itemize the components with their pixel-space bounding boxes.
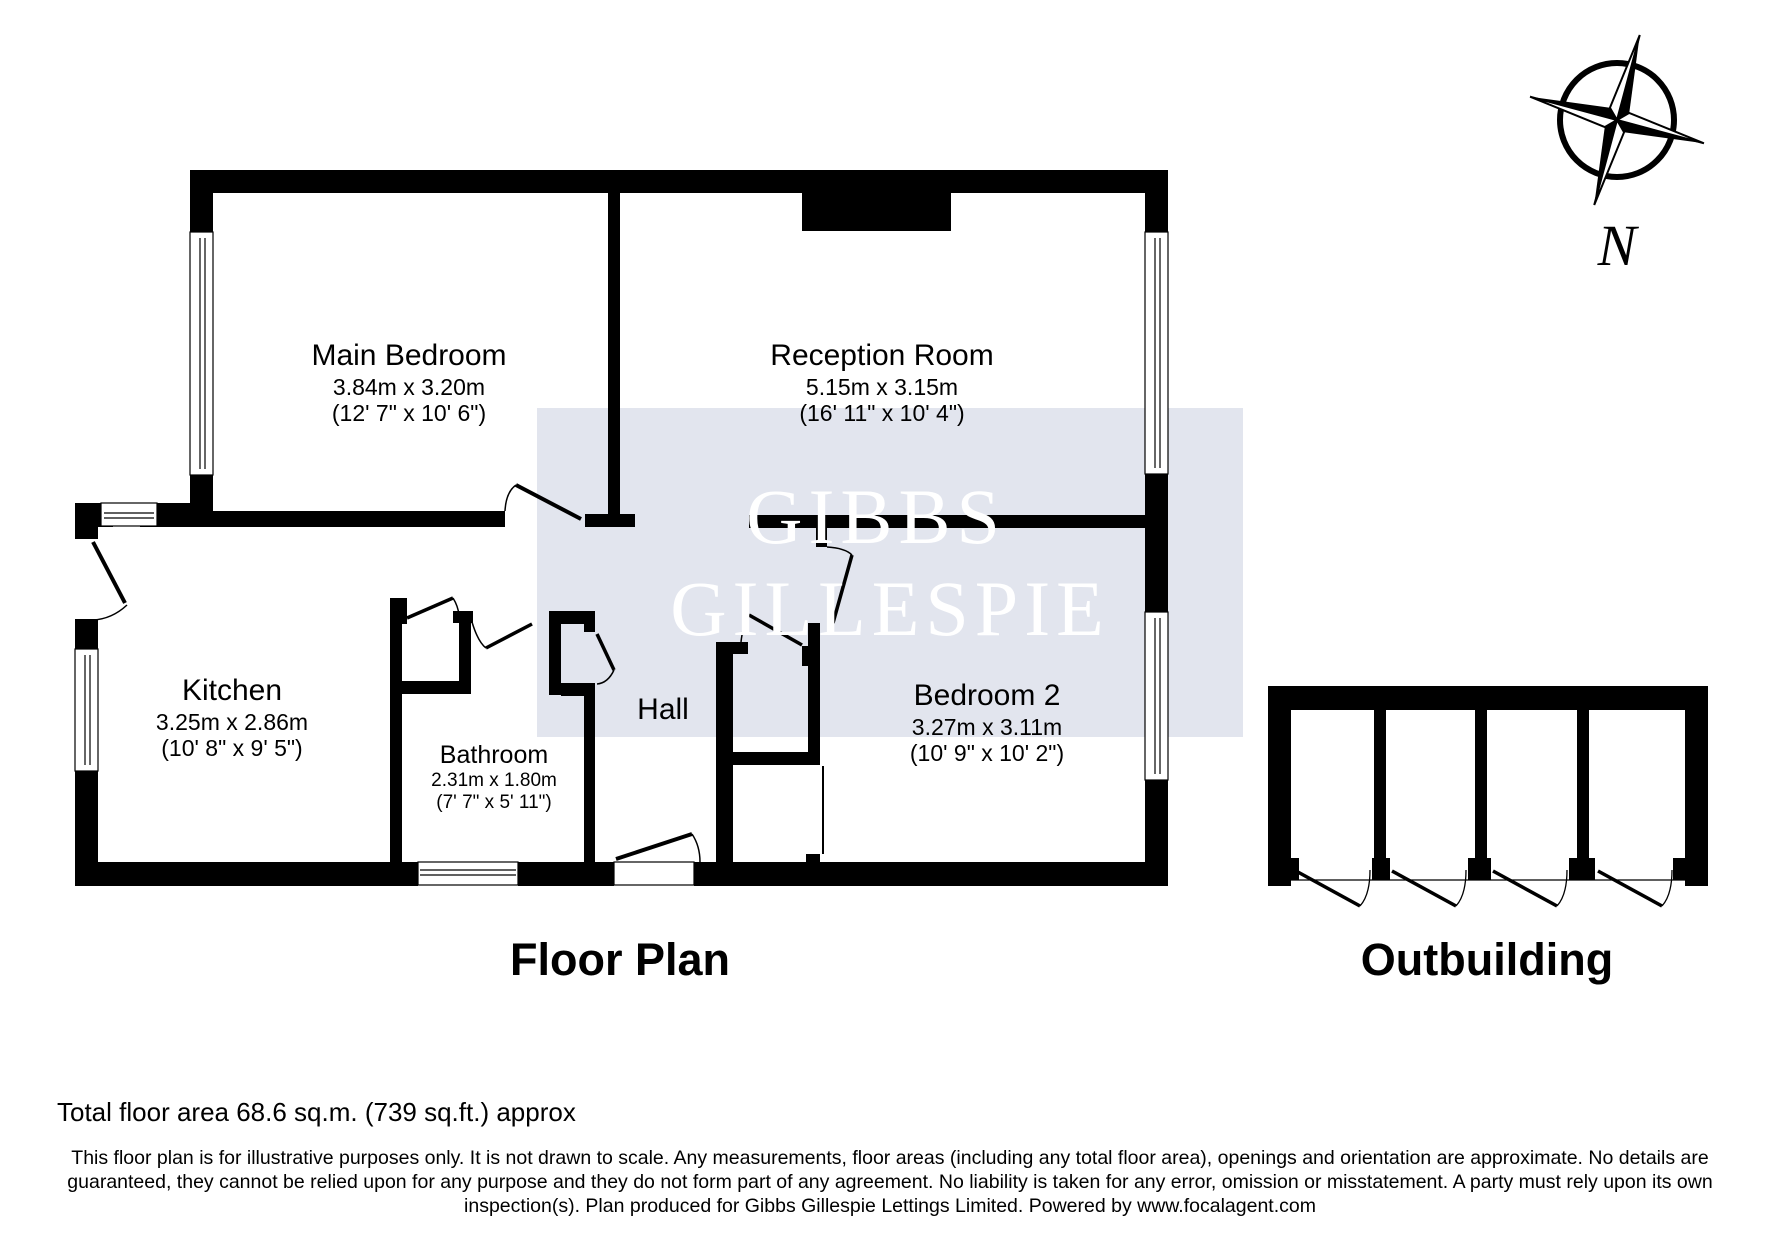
room-dimensions-metric: 2.31m x 1.80m: [431, 769, 557, 791]
room-name: Main Bedroom: [311, 339, 507, 372]
room-dimensions-metric: 3.25m x 2.86m: [155, 708, 309, 735]
room-name: Reception Room: [770, 339, 994, 372]
room-dimensions-imperial: (12' 7" x 10' 6"): [331, 399, 487, 426]
room-label-reception-room: Reception Room 5.15m x 3.15m (16' 11" x …: [770, 339, 993, 426]
disclaimer-text: This floor plan is for illustrative purp…: [67, 1147, 1713, 1217]
room-label-main-bedroom: Main Bedroom 3.84m x 3.20m (12' 7" x 10'…: [311, 339, 506, 426]
room-dimensions-imperial: (10' 8" x 9' 5"): [161, 734, 303, 761]
room-dimensions-imperial: (16' 11" x 10' 4"): [799, 399, 965, 426]
room-name: Kitchen: [181, 674, 283, 707]
room-label-bedroom-2: Bedroom 2 3.27m x 3.11m (10' 9" x 10' 2"…: [910, 679, 1064, 766]
room-label-kitchen: Kitchen 3.25m x 2.86m (10' 8" x 9' 5"): [156, 674, 308, 761]
watermark-text-line1: GIBBS: [746, 473, 1006, 560]
outbuilding-doors: [1268, 869, 1708, 908]
room-dimensions-metric: 3.84m x 3.20m: [332, 373, 486, 400]
room-label-bathroom: Bathroom 2.31m x 1.80m (7' 7" x 5' 11"): [431, 741, 557, 813]
outbuilding-title: Outbuilding: [1360, 934, 1614, 985]
total-floor-area: Total floor area 68.6 sq.m. (739 sq.ft.)…: [57, 1097, 576, 1127]
floor-plan-title: Floor Plan: [509, 934, 731, 985]
room-dimensions-imperial: (7' 7" x 5' 11"): [436, 791, 552, 813]
room-name: Bathroom: [439, 741, 549, 769]
room-name: Bedroom 2: [913, 679, 1061, 712]
compass-rose-icon: [1529, 34, 1705, 206]
compass-north-label: N: [1597, 213, 1640, 278]
room-dimensions-imperial: (10' 9" x 10' 2"): [909, 739, 1065, 766]
room-dimensions-metric: 5.15m x 3.15m: [805, 373, 959, 400]
room-name: Hall: [637, 693, 689, 726]
windows: [74, 231, 1169, 886]
room-label-hall: Hall: [637, 693, 689, 728]
outbuilding-walls: [1268, 686, 1708, 886]
walls: [75, 170, 1168, 886]
doors: [91, 483, 854, 863]
watermark-box: [537, 408, 1243, 737]
room-dimensions-metric: 3.27m x 3.11m: [911, 713, 1063, 740]
watermark-text-line2: GILLESPIE: [670, 565, 1110, 652]
